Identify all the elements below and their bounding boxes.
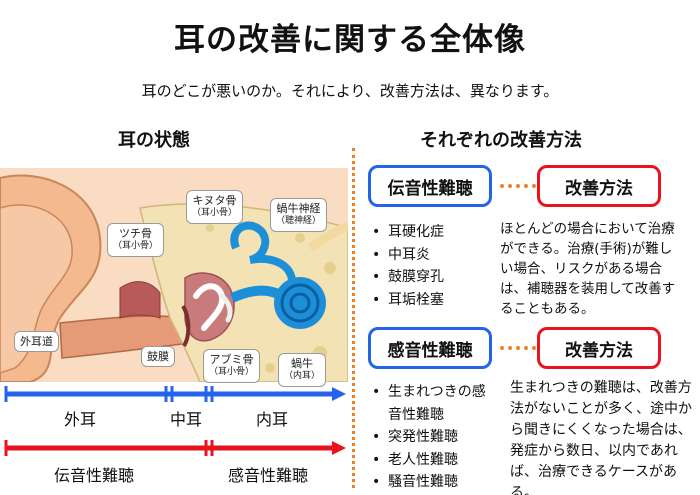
label-eardrum: 鼓膜	[141, 346, 175, 367]
label-tsuchi: ツチ骨（耳小骨）	[107, 223, 165, 257]
list-item: 老人性難聴	[370, 449, 498, 472]
type-conductive: 伝音性難聴	[54, 466, 135, 485]
list-item: 鼓膜穿孔	[370, 266, 444, 289]
conductive-connector	[500, 184, 536, 188]
region-outer: 外耳	[64, 410, 97, 429]
region-middle: 中耳	[170, 410, 203, 429]
list-item: 耳垢栓塞	[370, 289, 444, 312]
page-subtitle: 耳のどこが悪いのか。それにより、改善方法は、異なります。	[141, 82, 559, 100]
page-title: 耳の改善に関する全体像	[174, 22, 526, 58]
label-kinuta: キヌタ骨（耳小骨）	[186, 190, 244, 224]
hearing-type-arrow	[4, 440, 346, 456]
section-divider	[352, 148, 355, 488]
right-heading: それぞれの改善方法	[420, 130, 582, 151]
list-item: 突発性難聴	[370, 426, 498, 449]
list-item: 中耳炎	[370, 244, 444, 267]
conductive-method-box: 改善方法	[537, 165, 661, 207]
conductive-list: 耳硬化症 中耳炎 鼓膜穿孔 耳垢栓塞	[370, 221, 444, 311]
label-abumi: アブミ骨（耳小骨）	[203, 349, 261, 383]
label-outer-canal: 外耳道	[14, 331, 59, 352]
sensorineural-method-box: 改善方法	[537, 327, 661, 369]
sensorineural-description: 生まれつきの難聴は、改善方法がないことが多く、途中から聞きにくくなった場合は、発…	[510, 380, 692, 495]
type-sensorineural: 感音性難聴	[228, 466, 309, 485]
sensorineural-connector	[500, 346, 536, 350]
left-heading: 耳の状態	[118, 130, 190, 151]
list-item: 生まれつきの感音性難聴	[370, 381, 498, 426]
sensorineural-list: 生まれつきの感音性難聴 突発性難聴 老人性難聴 騒音性難聴	[370, 381, 498, 494]
region-arrow	[4, 386, 346, 402]
list-item: 騒音性難聴	[370, 471, 498, 494]
sensorineural-box: 感音性難聴	[368, 327, 492, 369]
conductive-box: 伝音性難聴	[368, 165, 492, 207]
label-kagyu: 蝸牛（内耳）	[278, 353, 327, 387]
region-inner: 内耳	[256, 410, 289, 429]
label-kagyu-nerve: 蝸牛神経（聴神経）	[270, 198, 328, 232]
list-item: 耳硬化症	[370, 221, 444, 244]
conductive-description: ほとんどの場合において治療ができる。治療(手術)が難しい場合、リスクがある場合は…	[500, 221, 676, 317]
